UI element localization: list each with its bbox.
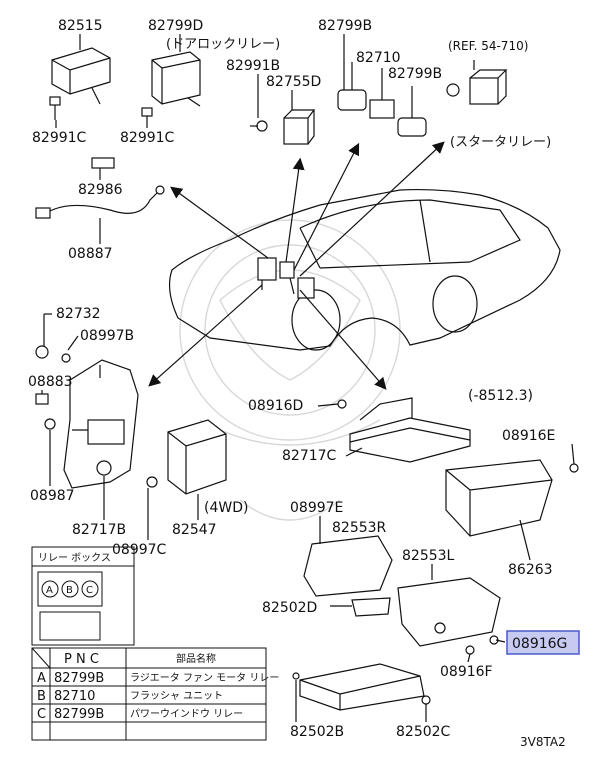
label-door-lock-relay: (ドアロックリレー) bbox=[166, 37, 280, 52]
table-header-pnc: P N C bbox=[64, 652, 99, 667]
relay-box-inset: リレー ボックス A B C bbox=[31, 546, 135, 646]
label-82799B-top: 82799B bbox=[318, 18, 372, 34]
label-82799B-mid: 82799B bbox=[388, 66, 442, 82]
part-82717B bbox=[35, 345, 139, 489]
label-82986: 82986 bbox=[78, 182, 123, 198]
parts-table: P N C 部品名称 A 82799B ラジエータ ファン モータ リレー B … bbox=[31, 647, 279, 741]
table-row-key: C bbox=[37, 707, 46, 722]
table-row-name: パワーウインドウ リレー bbox=[130, 708, 243, 720]
part-82717C bbox=[337, 397, 471, 463]
label-82991B: 82991B bbox=[226, 58, 280, 74]
label-82717B: 82717B bbox=[72, 522, 126, 538]
label-08997B: 08997B bbox=[80, 328, 134, 344]
pointer-arrows bbox=[148, 141, 445, 390]
label-82991C-b: 82991C bbox=[120, 130, 175, 146]
label-08916F: 08916F bbox=[440, 664, 493, 680]
label-82502C: 82502C bbox=[396, 724, 451, 740]
label-82553L: 82553L bbox=[402, 548, 455, 564]
table-row: A 82799B ラジエータ ファン モータ リレー bbox=[37, 671, 279, 686]
label-86263: 86263 bbox=[508, 562, 553, 578]
part-82547 bbox=[146, 419, 227, 495]
label-08987: 08987 bbox=[30, 488, 75, 504]
relay-slot-a: A bbox=[46, 585, 53, 596]
label-08916E: 08916E bbox=[502, 428, 555, 444]
part-82502B-C bbox=[292, 663, 431, 711]
part-labels: 82515 82799D (ドアロックリレー) 82799B 82710 827… bbox=[28, 18, 580, 749]
part-starter-relay bbox=[446, 60, 508, 105]
label-82755D: 82755D bbox=[266, 74, 321, 90]
part-82553L bbox=[397, 577, 501, 655]
relay-slot-c: C bbox=[86, 585, 93, 596]
table-row-name: フラッシャ ユニット bbox=[130, 690, 223, 702]
label-82502B: 82502B bbox=[290, 724, 344, 740]
label-08916D: 08916D bbox=[248, 398, 303, 414]
table-header-name: 部品名称 bbox=[176, 652, 216, 665]
part-82799B-82710 bbox=[337, 62, 427, 137]
table-row: C 82799B パワーウインドウ リレー bbox=[37, 707, 243, 722]
part-86263 bbox=[445, 459, 579, 537]
label-4wd: (4WD) bbox=[204, 500, 248, 516]
part-82986-08887 bbox=[35, 157, 165, 219]
label-82991C-a: 82991C bbox=[32, 130, 87, 146]
part-82799D bbox=[141, 51, 201, 125]
label-82553R: 82553R bbox=[332, 520, 387, 536]
leader-lines bbox=[41, 34, 575, 722]
label-ref: (REF. 54-710) bbox=[448, 39, 528, 53]
label-08887: 08887 bbox=[68, 246, 113, 262]
part-82755D bbox=[250, 109, 316, 145]
relay-box-title: リレー ボックス bbox=[38, 552, 111, 564]
relay-slot-b: B bbox=[66, 585, 73, 596]
label-date-range: (-8512.3) bbox=[468, 388, 533, 404]
table-row-pnc: 82799B bbox=[54, 671, 104, 686]
watermark-emblem bbox=[179, 219, 401, 521]
label-08997C: 08997C bbox=[112, 542, 167, 558]
table-row-pnc: 82710 bbox=[54, 689, 95, 704]
table-row-pnc: 82799B bbox=[54, 707, 104, 722]
table-row-key: B bbox=[37, 689, 46, 704]
label-82732: 82732 bbox=[56, 306, 101, 322]
table-row: B 82710 フラッシャ ユニット bbox=[37, 689, 223, 704]
part-82502D bbox=[351, 597, 391, 617]
label-82515: 82515 bbox=[58, 18, 103, 34]
label-82799D: 82799D bbox=[148, 18, 203, 34]
relay-cluster bbox=[257, 257, 315, 299]
car-outline bbox=[168, 188, 561, 351]
label-08916G: 08916G bbox=[512, 636, 567, 652]
table-row-key: A bbox=[37, 671, 46, 686]
diagram-code: 3V8TA2 bbox=[520, 735, 566, 749]
label-08997E: 08997E bbox=[290, 500, 343, 516]
part-82515 bbox=[49, 47, 111, 120]
label-82502D: 82502D bbox=[262, 600, 317, 616]
label-82717C: 82717C bbox=[282, 448, 337, 464]
label-starter-relay: (スタータリレー) bbox=[450, 135, 551, 150]
label-08883: 08883 bbox=[28, 374, 73, 390]
highlight-box-08916G bbox=[506, 630, 580, 655]
label-82710: 82710 bbox=[356, 50, 401, 66]
label-82547: 82547 bbox=[172, 522, 217, 538]
part-82553R bbox=[303, 524, 393, 597]
table-row-name: ラジエータ ファン モータ リレー bbox=[130, 672, 279, 684]
